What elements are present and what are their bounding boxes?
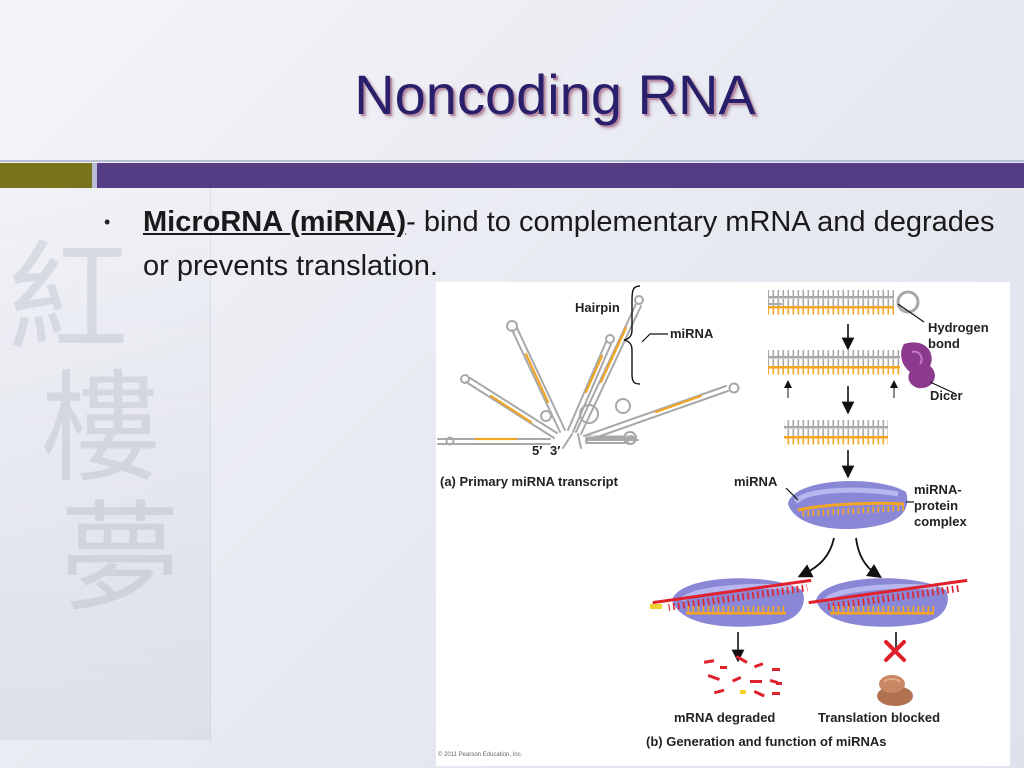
caption-panel-b: (b) Generation and function of miRNAs xyxy=(646,734,887,749)
hydrogen-bond-pointer xyxy=(897,303,925,323)
background-calligraphy: 紅 xyxy=(8,230,128,369)
arrow-branch-right xyxy=(855,537,882,578)
dicer-pointer xyxy=(929,381,957,395)
hydrogen-bond-line2: bond xyxy=(928,336,960,351)
background-panel xyxy=(0,180,211,740)
mirna-figure: Hairpin miRNA 5′ 3′ (a) Primary miRNA tr… xyxy=(436,282,1010,766)
divider-line xyxy=(0,160,1024,162)
mrna-fragments xyxy=(703,655,782,698)
mirna-diagram xyxy=(437,285,968,706)
mirna-pointer-b xyxy=(785,487,799,501)
complex-mrna-block xyxy=(808,578,968,627)
slide-title: Noncoding RNA xyxy=(354,63,756,126)
mirna-pointer-a xyxy=(641,333,668,343)
background-calligraphy: 樓 xyxy=(40,360,160,499)
accent-bar-left xyxy=(0,163,92,188)
dicer-cut-duplex xyxy=(768,350,900,398)
bullet-marker: • xyxy=(104,212,111,232)
blocked-x-icon xyxy=(884,640,906,662)
hairpin-label: Hairpin xyxy=(575,300,620,315)
translation-blocked-label: Translation blocked xyxy=(818,710,941,725)
dicer-label: Dicer xyxy=(930,388,963,403)
ribosome-icon xyxy=(877,675,913,706)
hairpin-brace xyxy=(623,285,641,385)
dicer-enzyme-icon xyxy=(901,342,935,389)
mirna-label-a: miRNA xyxy=(670,326,714,341)
copyright-notice: © 2011 Pearson Education, Inc. xyxy=(438,752,523,758)
hydrogen-bond-label: Hydrogen bond xyxy=(928,320,989,352)
complex-label: miRNA- protein complex xyxy=(914,482,967,530)
three-prime-label: 3′ xyxy=(550,443,561,458)
arrow-branch-left xyxy=(797,537,835,578)
mirna-label-b: miRNA xyxy=(734,474,778,489)
bullet-body: - bind to complementary mRNA and degrade… xyxy=(143,206,995,282)
five-prime-label: 5′ xyxy=(532,443,543,458)
accent-bar-right xyxy=(97,163,1024,188)
complex-line1: miRNA- xyxy=(914,482,962,497)
bullet-text: MicroRNA (miRNA)- bind to complementary … xyxy=(143,200,1013,288)
pre-mirna xyxy=(768,290,920,315)
hydrogen-bond-line1: Hydrogen xyxy=(928,320,989,335)
accent-bar-gap xyxy=(92,163,97,188)
mirna-protein-complex xyxy=(788,480,908,530)
caption-panel-a: (a) Primary miRNA transcript xyxy=(440,474,618,489)
primary-transcript xyxy=(437,295,740,449)
background-calligraphy: 夢 xyxy=(60,490,180,629)
complex-mrna-degrade xyxy=(650,578,812,627)
bullet-term: MicroRNA (miRNA) xyxy=(143,206,407,238)
complex-line3: complex xyxy=(914,514,967,529)
mrna-degraded-label: mRNA degraded xyxy=(674,710,776,725)
complex-line2: protein xyxy=(914,498,959,513)
mirna-duplex xyxy=(784,420,888,445)
